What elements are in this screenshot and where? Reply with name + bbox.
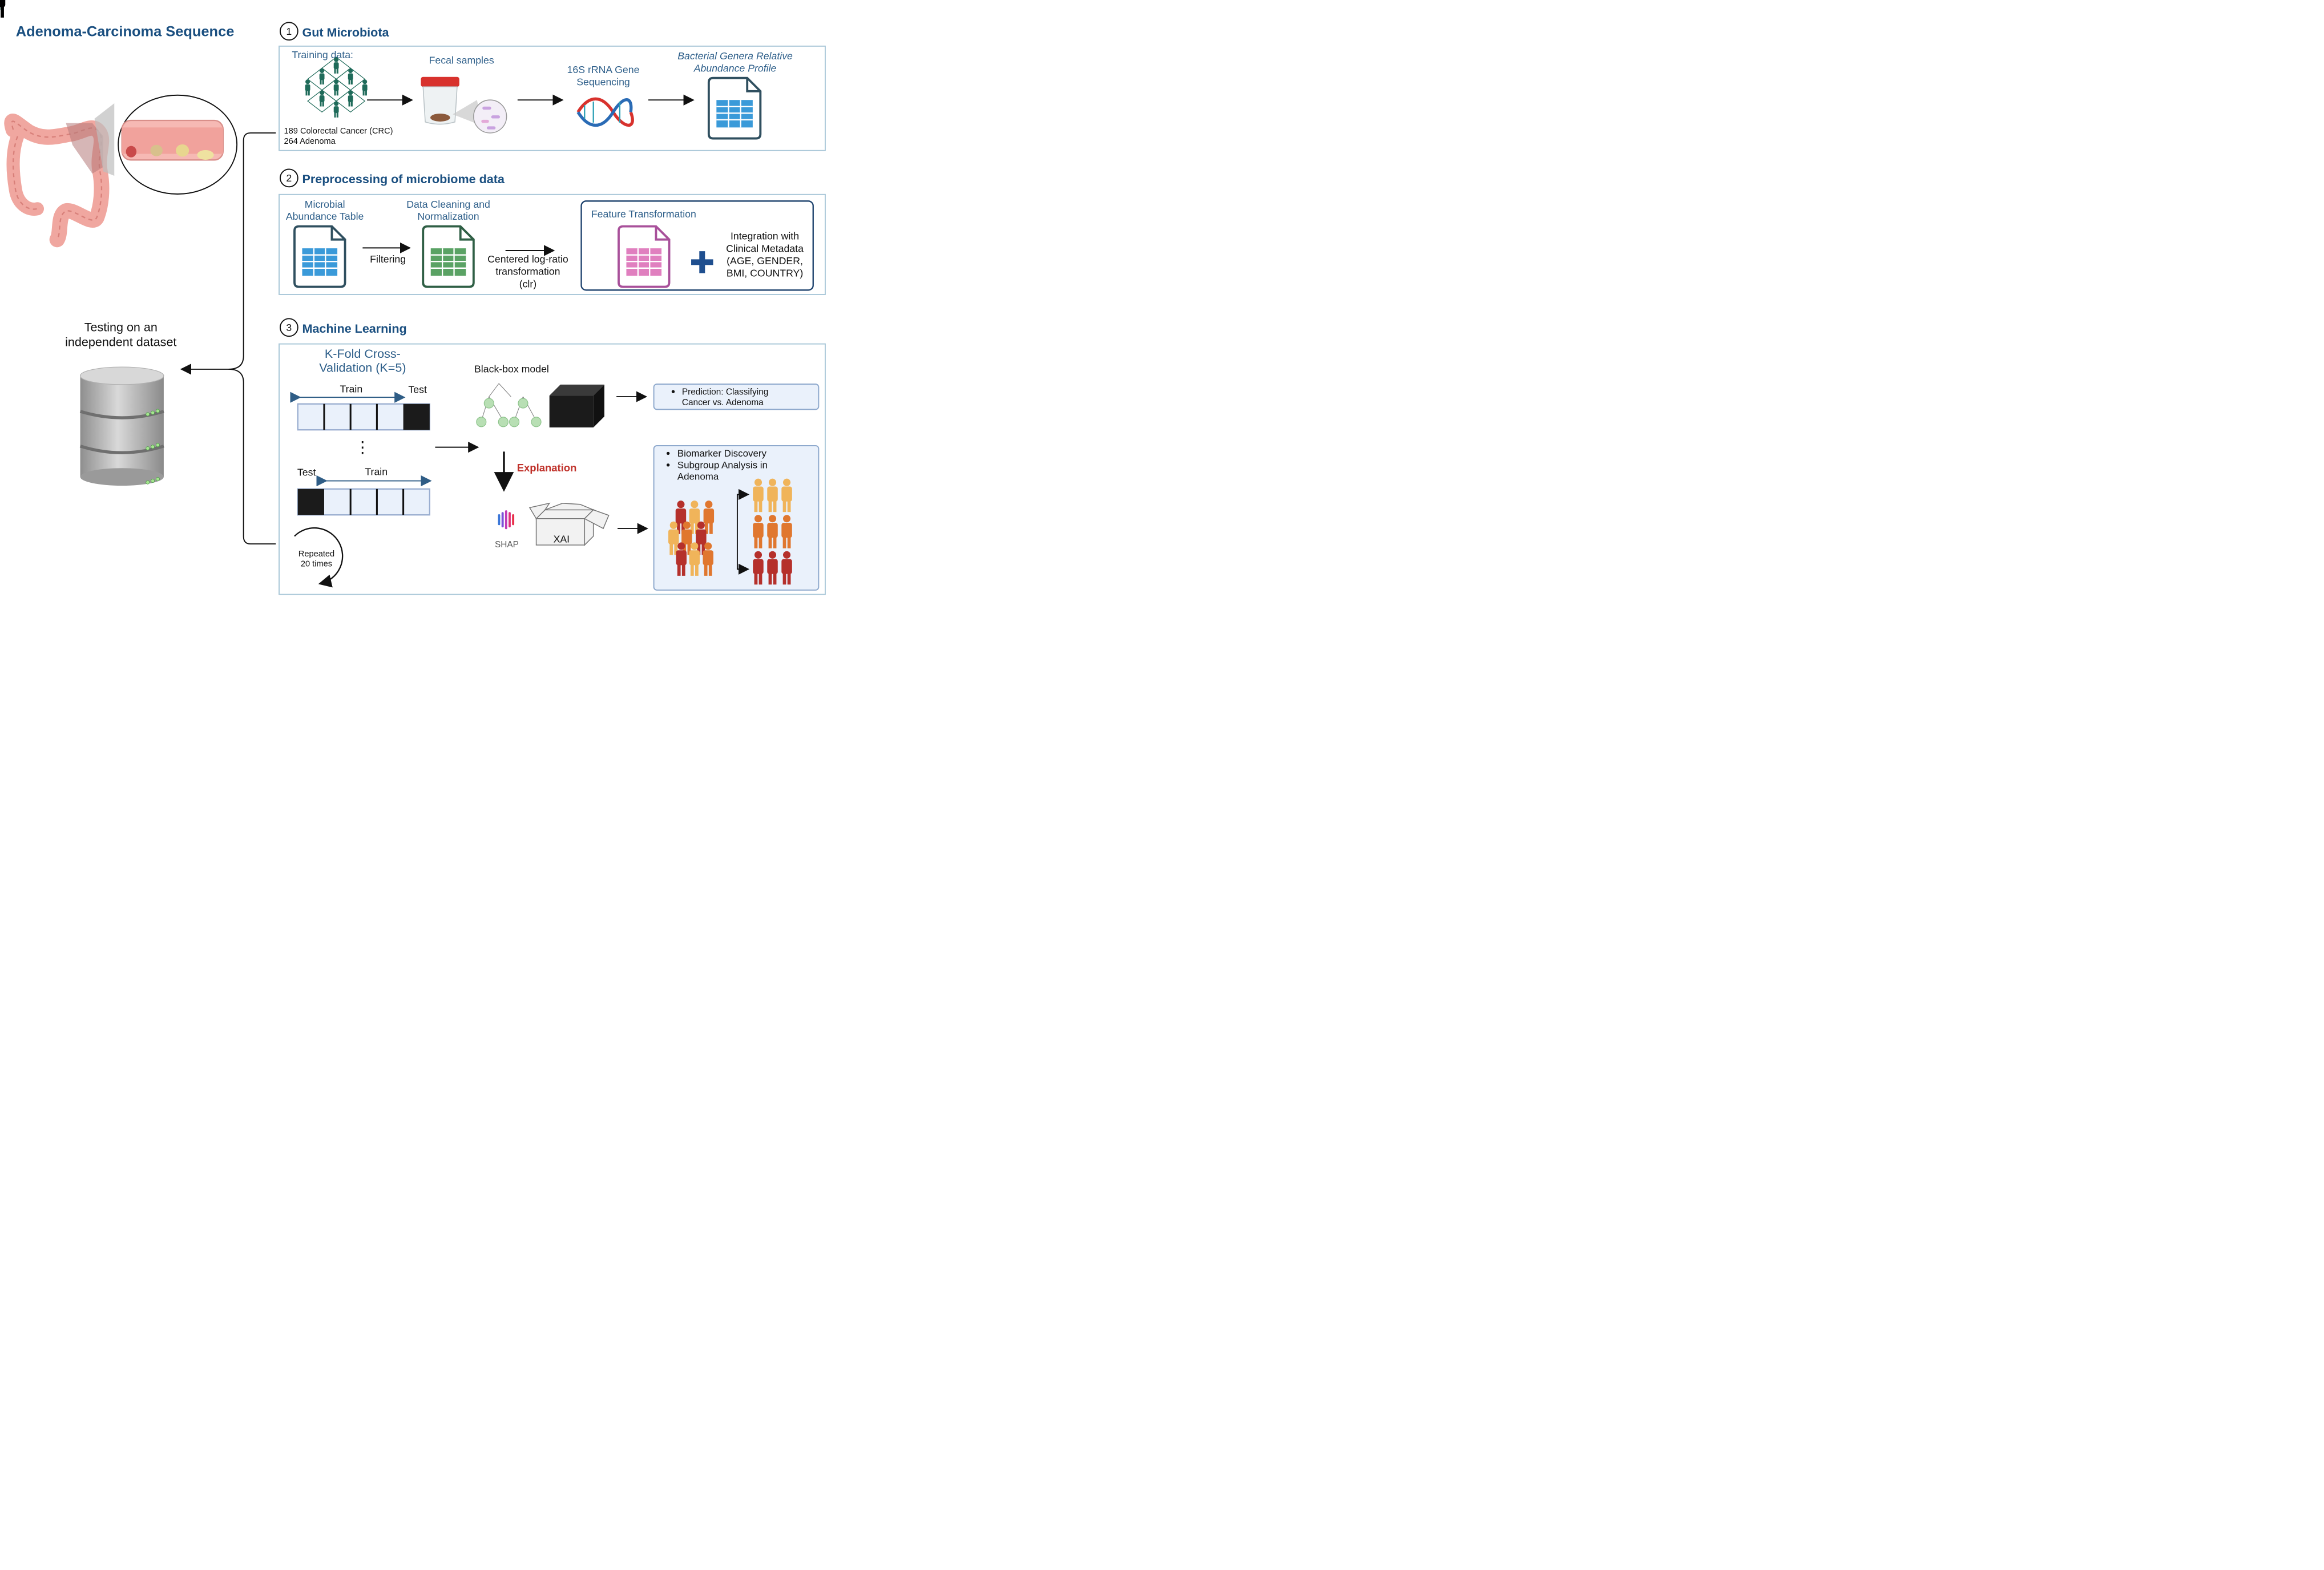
section-3-title: Machine Learning — [302, 321, 406, 336]
biomarker-line3: Adenoma — [677, 471, 719, 482]
blackbox-model-label: Black-box model — [474, 364, 549, 375]
magnified-polyps — [121, 119, 224, 161]
prediction-line2: Cancer vs. Adenoma — [682, 398, 764, 407]
shap-logo-icon — [498, 510, 515, 530]
sequencing-label-line2: Sequencing — [576, 76, 630, 87]
kfold-label-line1: K-Fold Cross- — [325, 346, 401, 361]
sequencing-label-line1: 16S rRNA Gene — [567, 64, 640, 75]
clr-label-line3: (clr) — [519, 278, 536, 289]
clr-label-line1: Centered log-ratio — [487, 253, 568, 265]
repeat-loop-arrow — [294, 527, 344, 588]
prediction-box — [653, 384, 820, 410]
diagram-canvas: Adenoma-Carcinoma Sequence 1 Gut Microbi… — [0, 0, 826, 595]
repeated-label-line2: 20 times — [301, 560, 332, 569]
section-2-number-circle — [280, 168, 298, 188]
connector-from-ml — [228, 368, 276, 545]
cleaned-table-document-icon — [422, 225, 475, 288]
explanation-label: Explanation — [517, 462, 577, 474]
shap-label: SHAP — [495, 540, 519, 550]
section-2-title: Preprocessing of microbiome data — [302, 172, 505, 186]
plus-icon — [691, 251, 713, 273]
integration-label-line2: Clinical Metadata — [726, 243, 804, 254]
adenoma-count-text: 264 Adenoma — [284, 137, 336, 146]
integration-label-line4: BMI, COUNTRY) — [727, 267, 803, 279]
decision-tree-icon — [476, 383, 542, 427]
fecal-sample-jar-icon — [421, 76, 507, 134]
colon-illustration — [4, 103, 115, 248]
profile-label-line1: Bacterial Genera Relative — [677, 50, 793, 62]
section-3-number: 3 — [286, 322, 292, 333]
patient-group-icon — [0, 0, 715, 576]
main-title: Adenoma-Carcinoma Sequence — [16, 24, 235, 40]
integration-label-line1: Integration with — [731, 231, 799, 242]
prediction-line1: Prediction: Classifying — [682, 388, 768, 397]
integration-label-line3: (AGE, GENDER, — [727, 255, 803, 267]
subgroup-people-icons — [753, 478, 792, 585]
profile-label-line2: Abundance Profile — [693, 63, 777, 74]
fecal-samples-label: Fecal samples — [429, 55, 494, 66]
feature-transformation-label: Feature Transformation — [591, 208, 696, 220]
clr-label-line2: transformation — [495, 266, 560, 277]
prediction-bullet — [671, 390, 675, 393]
fold-row-1 — [297, 403, 430, 431]
xai-open-box-icon — [528, 502, 610, 546]
ellipsis-dots: ⋮ — [355, 438, 371, 456]
kfold-label-line2: Validation (K=5) — [319, 361, 406, 375]
biomarker-bullet-1 — [666, 451, 670, 455]
test-label-top: Test — [408, 384, 427, 395]
feature-table-document-icon — [618, 225, 671, 288]
abundance-profile-document-icon — [707, 76, 762, 140]
crc-count-text: 189 Colorectal Cancer (CRC) — [284, 127, 393, 136]
connector-to-testing — [180, 132, 276, 375]
biomarker-bullet-2 — [666, 463, 670, 467]
dna-helix-icon — [576, 97, 634, 127]
cleaning-label-line2: Normalization — [417, 211, 479, 222]
section-1-number: 1 — [286, 26, 292, 37]
section-1-number-circle — [280, 22, 298, 41]
black-box-cube-icon — [549, 384, 604, 427]
section-1-title: Gut Microbiota — [302, 25, 389, 39]
section-3-number-circle — [280, 318, 298, 337]
xai-label: XAI — [554, 533, 570, 544]
abundance-table-document-icon — [293, 225, 346, 288]
test-label-bottom: Test — [297, 467, 316, 478]
filtering-label: Filtering — [370, 253, 406, 265]
train-label-bottom: Train — [365, 466, 388, 478]
abundance-table-label-line2: Abundance Table — [286, 211, 364, 222]
training-data-label: Training data: — [292, 49, 353, 60]
testing-label-line1: Testing on an — [84, 320, 158, 334]
repeated-label-line1: Repeated — [298, 550, 334, 559]
database-icon — [79, 366, 164, 486]
train-label-top: Train — [340, 383, 362, 394]
abundance-table-label-line1: Microbial — [305, 199, 345, 210]
fold-row-2 — [297, 488, 430, 516]
biomarker-line2: Subgroup Analysis in — [677, 460, 768, 471]
cleaning-label-line1: Data Cleaning and — [406, 199, 490, 210]
testing-label-line2: independent dataset — [65, 334, 176, 349]
section-2-number: 2 — [286, 172, 292, 184]
biomarker-line1: Biomarker Discovery — [677, 448, 767, 459]
